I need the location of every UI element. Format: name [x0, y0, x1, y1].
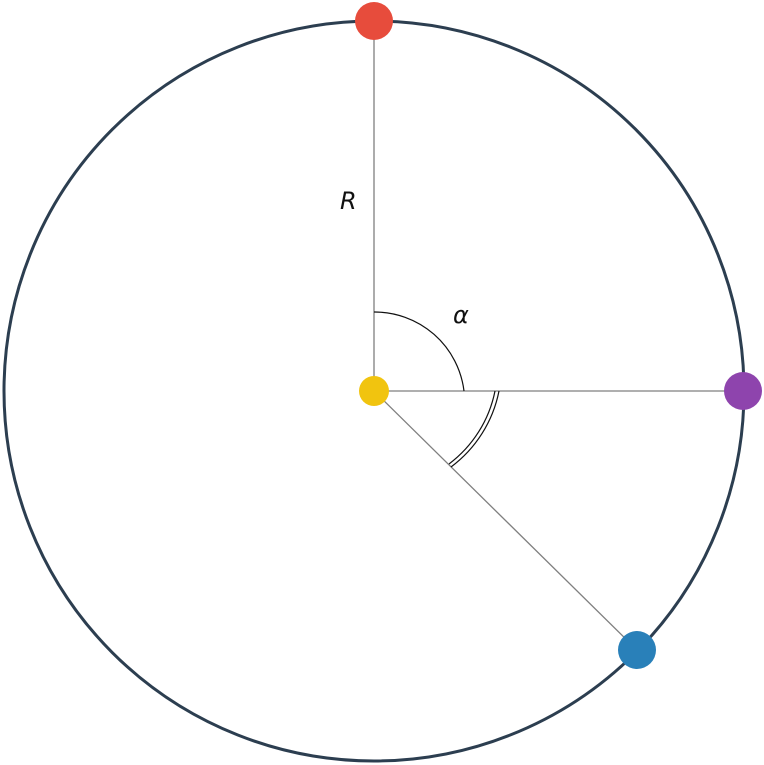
angle-arc-alpha [373, 311, 465, 392]
angle-arc-double-outer [450, 390, 500, 468]
radius-line-lower-right [373, 390, 638, 651]
angle-label: α [453, 301, 469, 329]
top-point [355, 2, 393, 40]
angle-arc-double-inner [448, 390, 496, 465]
lower-right-point [618, 631, 656, 669]
center-point [359, 376, 389, 406]
radius-label: R [340, 187, 357, 215]
right-point [724, 372, 762, 410]
